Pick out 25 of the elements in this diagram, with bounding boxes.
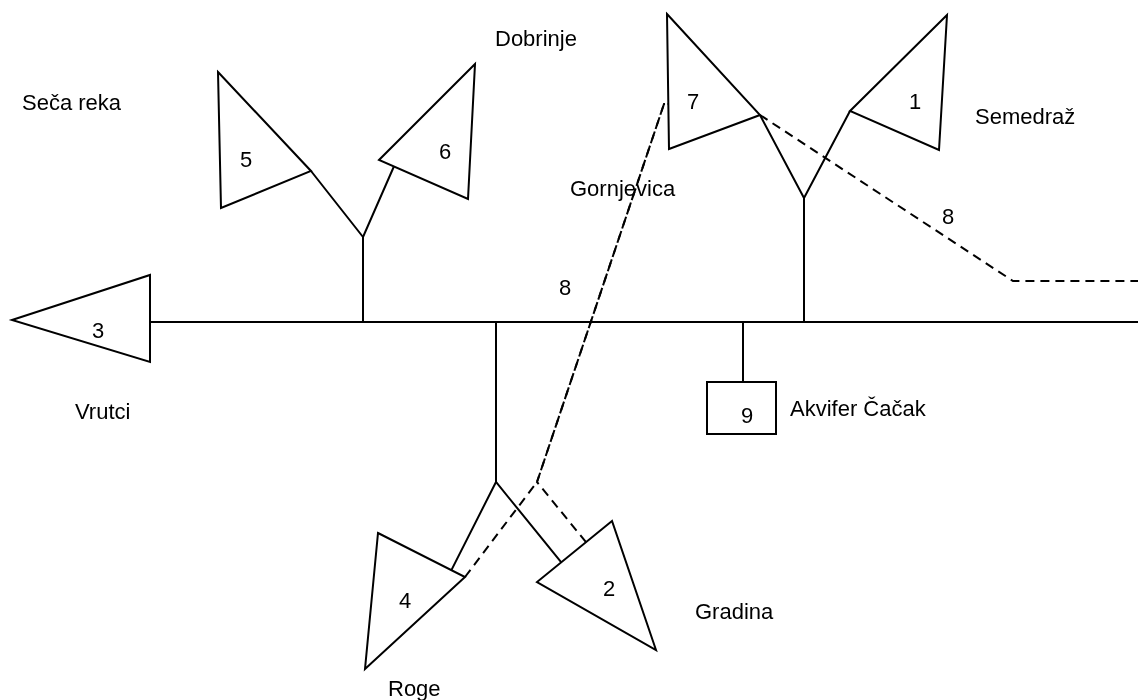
place-name: Vrutci bbox=[75, 401, 131, 423]
node-number: 5 bbox=[240, 149, 253, 171]
reservoir-triangle bbox=[667, 14, 760, 149]
place-name: Dobrinje bbox=[495, 28, 577, 50]
reservoir-triangle bbox=[537, 521, 656, 650]
node-number: 2 bbox=[603, 578, 616, 600]
place-name: Roge bbox=[388, 678, 441, 700]
node-number: 9 bbox=[741, 405, 754, 427]
place-name: Seča reka bbox=[22, 92, 122, 114]
place-name: Semedraž bbox=[975, 106, 1076, 128]
reservoir-triangle bbox=[218, 72, 311, 208]
node-number: 1 bbox=[909, 91, 922, 113]
node-number: 4 bbox=[399, 590, 412, 612]
node-number: 7 bbox=[687, 91, 700, 113]
reservoir-triangle bbox=[12, 275, 150, 362]
place-name: Gornjevica bbox=[570, 178, 676, 200]
reservoir-triangle bbox=[379, 64, 475, 199]
dashed-pipe-line bbox=[759, 114, 1138, 282]
aquifer-box bbox=[707, 382, 776, 434]
node-number: 6 bbox=[439, 141, 452, 163]
reservoir-triangle bbox=[365, 533, 465, 669]
place-name: Akvifer Čačak bbox=[790, 398, 926, 420]
place-name: Gradina bbox=[695, 601, 774, 623]
reservoir-triangle bbox=[850, 15, 947, 150]
node-number: 3 bbox=[92, 320, 105, 342]
